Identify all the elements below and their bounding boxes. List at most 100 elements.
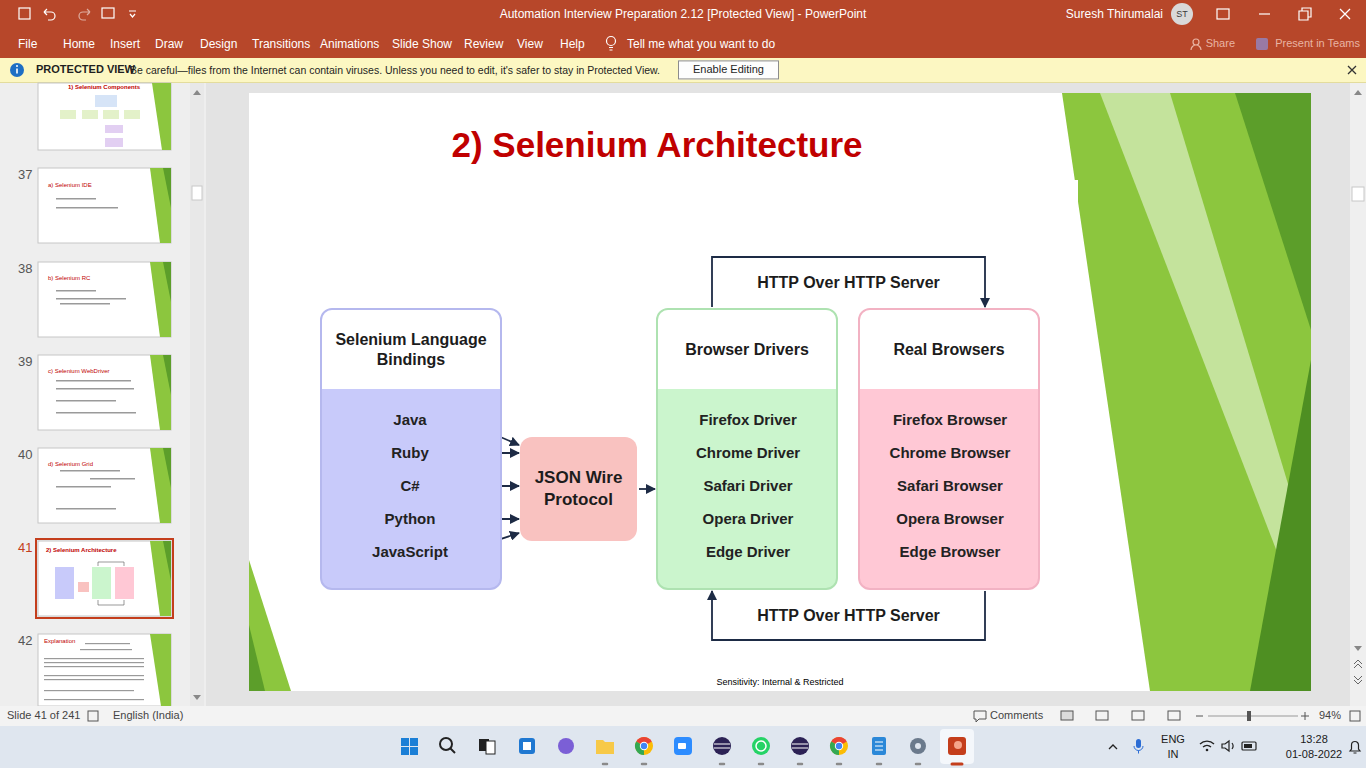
chat-icon [558, 738, 574, 754]
list-item-label: Edge Driver [706, 543, 790, 561]
wifi-icon [1200, 741, 1214, 747]
scroll-arrow [1354, 646, 1362, 651]
chrome-icon [641, 743, 647, 749]
status-text: Slide 41 of 241 [7, 709, 80, 722]
volume-icon [1222, 741, 1233, 751]
lightbulb-base [609, 48, 613, 51]
ribbon-tab: Design [200, 37, 237, 51]
zoom-in [1301, 712, 1309, 720]
start-icon [410, 738, 418, 746]
thumbnail-decoration [150, 355, 171, 430]
browser-item: Chrome Browser [890, 444, 1011, 462]
thumbnail-text-line [90, 478, 135, 480]
slide-thumbnail-title: c) Selenium WebDriver [48, 368, 110, 375]
workspace [0, 83, 1366, 706]
chrome-icon [836, 743, 842, 749]
slide-thumbnail-title: a) Selenium IDE [48, 182, 92, 189]
thumbnail-box [103, 110, 119, 119]
active-indicator [952, 763, 962, 766]
list-item-label: Opera Browser [896, 510, 1004, 528]
list-item-label: Java [361, 411, 459, 429]
thumbnail-decoration [150, 541, 171, 616]
thumbnail-text-line [56, 412, 136, 414]
list-item-label: Python [361, 510, 459, 528]
list-item-label: Ruby [361, 444, 459, 462]
settings-icon [915, 743, 921, 749]
slide-number: 37 [18, 167, 32, 183]
thumbnail-text-line [44, 662, 144, 663]
thumbnail-text-line [44, 690, 134, 691]
list-item-label: Safari Driver [703, 477, 792, 495]
thumbnail-text-line [80, 649, 132, 650]
thumbnail-text-line [60, 470, 120, 472]
thumbnail-text-line [56, 508, 116, 510]
thumbnail-text-line [56, 486, 111, 488]
sensitivity-label: Sensitivity: Internal & Restricted [716, 677, 843, 688]
clock-time: 13:28 [1300, 733, 1328, 746]
drivers-panel: Browser DriversFirefox DriverChrome Driv… [656, 308, 838, 590]
thumbnail-text-line [44, 679, 144, 680]
selected-thumbnail-frame [36, 539, 173, 618]
slide-thumbnail [38, 541, 171, 616]
slide-thumbnail [38, 634, 171, 706]
slide-number: 39 [18, 354, 32, 370]
browser-item: Safari Browser [897, 477, 1003, 495]
fit-button [1350, 711, 1360, 721]
notepad-icon [872, 737, 886, 755]
ribbon-tab: Slide Show [392, 37, 452, 51]
box-label: JSON Wire Protocol [526, 467, 631, 511]
search-box: Tell me what you want to do [627, 37, 775, 51]
arrow-connector [712, 591, 985, 640]
whatsapp-icon [752, 737, 770, 755]
bar-border [0, 82, 1366, 83]
browser-item: Opera Browser [896, 510, 1004, 528]
language-item: JavaScript [361, 543, 459, 561]
status-text: English (India) [113, 709, 183, 722]
thumbnail-pane [0, 83, 206, 706]
view-button [1132, 711, 1144, 720]
mic-icon [1136, 739, 1141, 748]
zoom-app-icon [678, 743, 686, 749]
slide-canvas [249, 93, 1311, 691]
thumbnail-decoration [163, 355, 171, 395]
user-avatar [1171, 3, 1193, 25]
wifi-icon [1206, 749, 1209, 752]
list-item-label: Safari Browser [897, 477, 1003, 495]
slide-decoration [1062, 93, 1311, 691]
slide-thumbnail-title: d) Selenium Grid [48, 461, 93, 468]
slide-thumbnail-title: 1) Selenium Components [68, 84, 140, 91]
panel-heading: Browser Drivers [658, 310, 836, 389]
zoom-slider [1208, 716, 1298, 717]
redo-icon [79, 9, 90, 20]
view-button [1096, 711, 1108, 720]
clock-date: 01-08-2022 [1286, 748, 1342, 761]
thumbnail-text-line [56, 380, 131, 382]
thumbnail-decoration [163, 448, 171, 488]
scroll-arrow [193, 90, 201, 95]
eclipse-icon [792, 744, 808, 748]
mic-icon [1134, 746, 1143, 754]
active-app-highlight [940, 729, 974, 764]
thumbnail-decoration [163, 168, 171, 208]
arrow-connector [712, 257, 985, 307]
list-item-label: C# [361, 477, 459, 495]
browsers-panel: Real BrowsersFirefox BrowserChrome Brows… [858, 308, 1040, 590]
view-button [1061, 711, 1073, 720]
slide-decoration [1250, 360, 1311, 691]
scrollbar [190, 83, 204, 706]
start-icon [401, 747, 409, 755]
restore-button [1299, 8, 1311, 20]
slide-number: 41 [18, 540, 32, 556]
zoom-out [1196, 716, 1203, 717]
thumbnail-decoration [150, 634, 171, 706]
chrome-icon [635, 737, 653, 755]
enable-editing-button: Enable Editing [678, 60, 779, 79]
widgets-icon [523, 742, 531, 750]
undo-icon [44, 9, 55, 20]
info-icon [10, 63, 24, 77]
teams-icon [1256, 38, 1268, 50]
thumbnail-text-line [56, 298, 126, 300]
user-initials: ST [1176, 9, 1188, 20]
content-area [249, 180, 1078, 665]
ribbon-tab: View [517, 37, 543, 51]
